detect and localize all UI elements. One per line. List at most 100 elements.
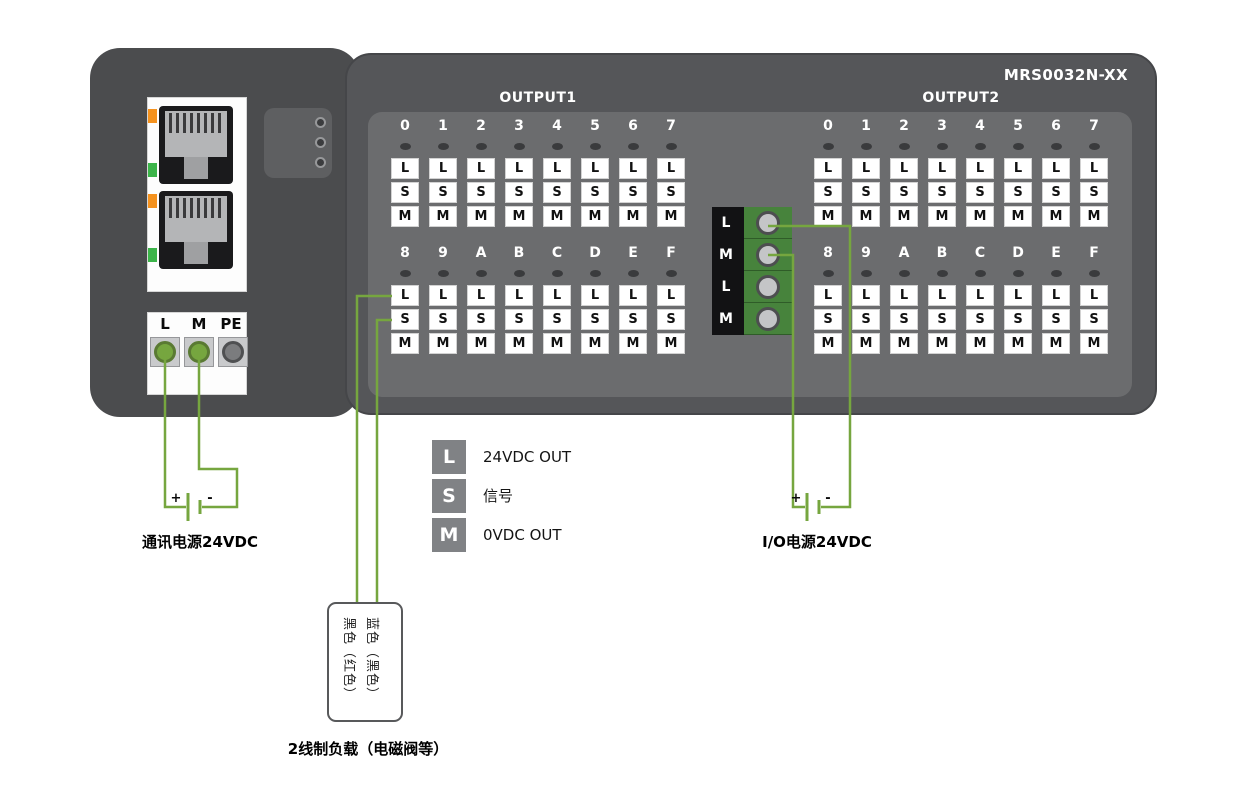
channel-led-icon [936,270,948,277]
comm-battery-minus-sign: - [207,491,213,506]
channel-number: 2 [476,118,486,134]
ethernet-port-tab [184,157,208,179]
channel-led-icon [822,143,834,150]
terminal-M: M [1004,206,1032,227]
port1-activity-led-orange [148,109,157,123]
io-connector-label-M: M [719,311,733,327]
terminal-M: M [391,206,419,227]
terminal-L: L [1042,158,1070,179]
terminal-S: S [543,182,571,203]
legend-desc-S: 信号 [483,487,514,505]
terminal-L: L [814,285,842,306]
channel-led-icon [1088,270,1100,277]
terminal-L: L [928,285,956,306]
terminal-M: M [619,206,647,227]
channel-number: 4 [552,118,562,134]
terminal-L: L [391,158,419,179]
channel-number: 5 [1013,118,1023,134]
channel-number: 0 [823,118,833,134]
channel-number: 1 [438,118,448,134]
channel-led-icon [589,143,601,150]
terminal-M: M [814,206,842,227]
terminal-L: L [505,158,533,179]
legend-key-L: L [432,440,466,474]
terminal-L: L [966,158,994,179]
terminal-M: M [619,333,647,354]
channel-number: 7 [1089,118,1099,134]
status-led-icon [315,137,326,148]
terminal-M: M [928,206,956,227]
channel-led-icon [475,143,487,150]
channel-led-icon [589,270,601,277]
io-screw-terminal-L [756,211,780,235]
terminal-M: M [814,333,842,354]
channel-number: 3 [514,118,524,134]
terminal-L: L [1004,158,1032,179]
channel-number: 2 [899,118,909,134]
terminal-S: S [543,309,571,330]
legend-key-M: M [432,518,466,552]
terminal-M: M [429,206,457,227]
terminal-M: M [429,333,457,354]
channel-led-icon [898,270,910,277]
terminal-M: M [1004,333,1032,354]
ethernet-port-2 [159,191,233,269]
terminal-M: M [1080,206,1108,227]
terminal-M: M [581,333,609,354]
channel-led-icon [475,270,487,277]
channel-led-icon [1088,143,1100,150]
terminal-S: S [429,309,457,330]
terminal-S: S [928,182,956,203]
io-screw-terminal-M [756,307,780,331]
channel-led-icon [627,143,639,150]
comm-terminal-label-M: M [191,315,207,333]
io-screw-terminal-M [756,243,780,267]
terminal-S: S [581,182,609,203]
terminal-L: L [852,158,880,179]
channel-led-icon [860,270,872,277]
terminal-M: M [505,206,533,227]
terminal-S: S [928,309,956,330]
terminal-L: L [429,285,457,306]
terminal-M: M [657,333,685,354]
channel-number: 7 [666,118,676,134]
terminal-M: M [1042,333,1070,354]
channel-number: B [936,245,948,261]
channel-led-icon [898,143,910,150]
terminal-S: S [391,182,419,203]
terminal-M: M [852,333,880,354]
io-battery-minus-sign: - [825,491,831,506]
status-led-icon [315,157,326,168]
terminal-S: S [814,309,842,330]
terminal-S: S [505,182,533,203]
legend-key-S: S [432,479,466,513]
legend-desc-L: 24VDC OUT [483,448,572,466]
channel-led-icon [551,270,563,277]
channel-number: 0 [400,118,410,134]
terminal-L: L [505,285,533,306]
terminal-S: S [890,182,918,203]
terminal-L: L [543,158,571,179]
comm-power-label: 通讯电源24VDC [142,533,258,551]
channel-number: 9 [861,245,871,261]
